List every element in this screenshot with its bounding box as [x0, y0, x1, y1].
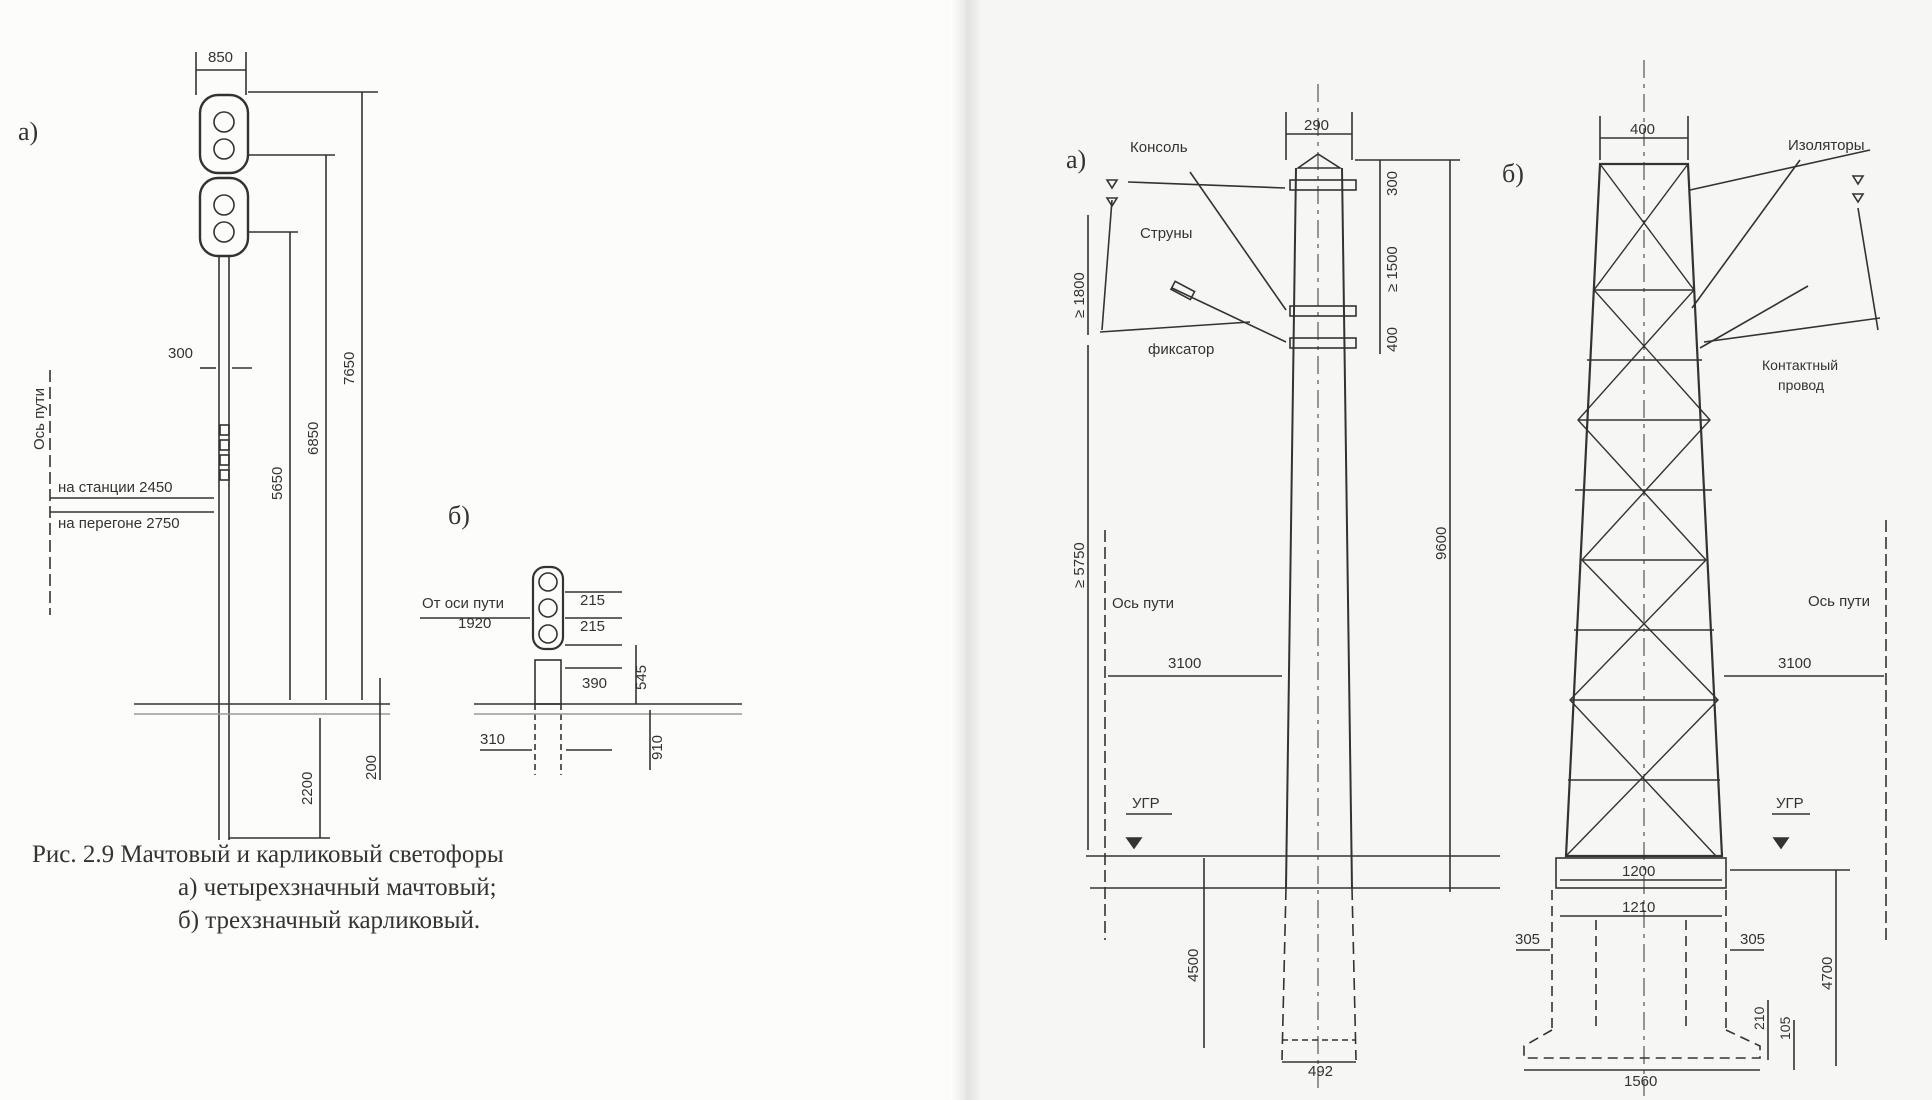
left-page — [0, 0, 955, 1100]
part-b-label-left: б) — [448, 501, 470, 530]
part-a-label-right: а) — [1066, 145, 1086, 174]
dim-215-top: 215 — [580, 592, 605, 609]
dim-head-width: 850 — [208, 49, 233, 66]
dim-1200: 1200 — [1622, 863, 1655, 880]
dim-400: 400 — [1384, 327, 1401, 352]
dim-492: 492 — [1308, 1063, 1333, 1080]
dim-1800: ≥ 1800 — [1071, 272, 1088, 318]
dim-305-right: 305 — [1740, 931, 1765, 948]
from-axis-label: От оси пути — [422, 595, 504, 612]
dim-910: 910 — [649, 735, 666, 760]
axis-label-left: Ось пути — [31, 388, 48, 450]
console-label: Консоль — [1130, 139, 1188, 156]
part-a-label-left: а) — [18, 117, 38, 146]
contact-wire-label-1: Контактный — [1762, 357, 1838, 373]
dim-390: 390 — [582, 675, 607, 692]
mast-signal-drawing: а) 850 5650 6850 7650 300 Ось пути — [18, 49, 390, 840]
dim-300: 300 — [1384, 171, 1401, 196]
figure-caption: Рис. 2.9 Мачтовый и карликовый светофоры… — [32, 838, 504, 937]
dim-1560: 1560 — [1624, 1073, 1657, 1090]
dim-1210: 1210 — [1622, 899, 1655, 916]
lattice-pole-drawing: б) 400 Изоляторы Контактный провод Ось п… — [1502, 60, 1887, 1096]
dwarf-signal-drawing: б) От оси пути 1920 215 215 390 545 910 … — [420, 501, 742, 775]
dim-mast-width: 300 — [168, 345, 193, 362]
caption-title: Рис. 2.9 Мачтовый и карликовый светофоры — [32, 841, 504, 868]
fixator-label: фиксатор — [1148, 341, 1214, 358]
axis-label-b: Ось пути — [1808, 593, 1870, 610]
haul-label: на перегоне 2750 — [58, 515, 180, 532]
caption-line-b: б) трехзначный карликовый. — [178, 907, 481, 934]
strings-label: Струны — [1140, 225, 1192, 242]
dim-7650: 7650 — [341, 352, 358, 385]
right-page — [955, 0, 1932, 1100]
dim-1500: ≥ 1500 — [1384, 246, 1401, 292]
dim-210: 210 — [1751, 1006, 1767, 1030]
dim-top-width-b: 400 — [1630, 121, 1655, 138]
dim-3100-a: 3100 — [1168, 655, 1201, 672]
dim-200: 200 — [363, 755, 380, 780]
insulators-label: Изоляторы — [1788, 137, 1865, 154]
part-b-label-right: б) — [1502, 159, 1524, 188]
dim-5650: 5650 — [269, 467, 286, 500]
concrete-pole-drawing: а) 290 492 Консоль Струны фиксатор ≥ 180… — [1066, 84, 1500, 1090]
dim-545: 545 — [633, 665, 650, 690]
dim-105: 105 — [1777, 1016, 1793, 1040]
book-gutter — [950, 0, 980, 1100]
dim-6850: 6850 — [305, 422, 322, 455]
dim-310: 310 — [480, 731, 505, 748]
dim-2200: 2200 — [299, 772, 316, 805]
dim-4700: 4700 — [1819, 957, 1836, 990]
dim-305-left: 305 — [1515, 931, 1540, 948]
dim-3100-b: 3100 — [1778, 655, 1811, 672]
dim-4500: 4500 — [1185, 949, 1202, 982]
from-axis-value: 1920 — [458, 615, 491, 632]
dim-5750: ≥ 5750 — [1071, 542, 1088, 588]
dim-9600: 9600 — [1433, 527, 1450, 560]
axis-label-a: Ось пути — [1112, 595, 1174, 612]
ugr-label-b: УГР — [1776, 795, 1804, 812]
station-label: на станции 2450 — [58, 479, 173, 496]
dim-215-bottom: 215 — [580, 618, 605, 635]
dim-top-width-a: 290 — [1304, 117, 1329, 134]
contact-wire-label-2: провод — [1778, 377, 1824, 393]
caption-line-a: а) четырехзначный мачтовый; — [178, 874, 497, 901]
ugr-label-a: УГР — [1132, 795, 1160, 812]
